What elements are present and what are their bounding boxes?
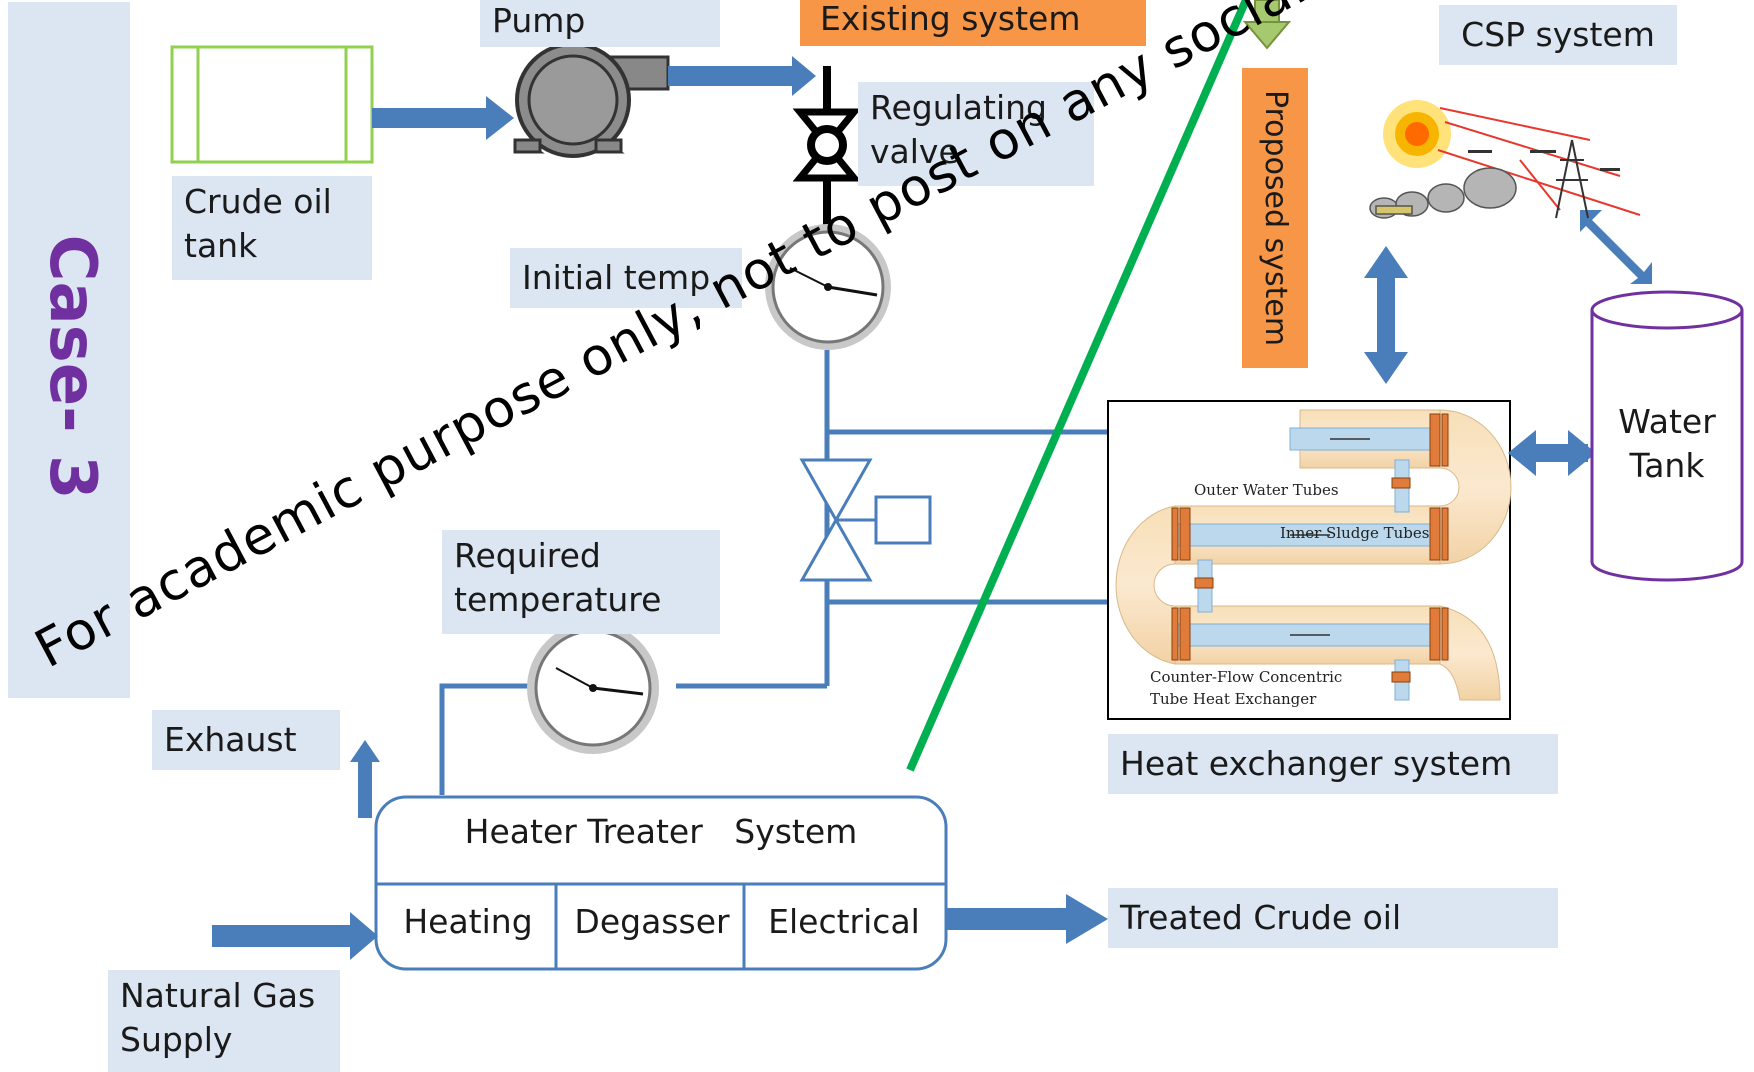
crude-oil-tank-icon <box>170 45 374 164</box>
natural-gas-supply-label: Natural Gas Supply <box>108 970 340 1072</box>
exhaust-label: Exhaust <box>152 710 340 770</box>
exhaust-arrow <box>350 740 380 818</box>
hx-caption-line-1: Counter-Flow Concentric <box>1150 668 1343 686</box>
csp-system-label: CSP system <box>1439 5 1677 65</box>
regulating-valve-icon <box>792 66 862 228</box>
heater-cell-heating: Heating <box>403 902 533 941</box>
initial-temp-label: Initial temp <box>510 248 742 308</box>
case-label-box: Case- 3 <box>8 2 130 698</box>
heater-treater-title: Heater Treater System <box>464 812 858 851</box>
proposed-system-label: Proposed system <box>1258 89 1293 347</box>
required-temperature-label: Required temperature <box>442 530 720 634</box>
water-tank-label: Water Tank <box>1618 402 1716 485</box>
required-temp-gauge-icon <box>527 622 659 754</box>
hx-outer-tubes-label: Outer Water Tubes <box>1194 481 1339 499</box>
process-piping <box>439 350 1110 795</box>
pump-label: Pump <box>480 0 720 47</box>
heat-exchanger-system-label: Heat exchanger system <box>1108 734 1558 794</box>
heater-treater-box <box>374 795 948 971</box>
arrow-pump-to-valve <box>668 56 816 96</box>
arrow-csp-water-tank <box>1580 210 1652 284</box>
treated-crude-oil-label: Treated Crude oil <box>1108 888 1558 948</box>
heater-cell-degasser: Degasser <box>574 902 730 941</box>
crude-oil-tank-label: Crude oil tank <box>172 176 372 280</box>
hx-inner-tubes-label: Inner Sludge Tubes <box>1280 524 1430 542</box>
treated-crude-arrow <box>946 894 1108 944</box>
heater-cell-electrical: Electrical <box>768 902 920 941</box>
existing-system-label: Existing system <box>800 0 1146 46</box>
pump-icon <box>513 42 670 158</box>
hx-caption-line-2: Tube Heat Exchanger <box>1150 690 1317 708</box>
arrow-tank-to-pump <box>372 96 514 140</box>
separator-line <box>906 0 1250 772</box>
water-tank-icon <box>1590 290 1744 582</box>
initial-temp-gauge-icon <box>765 224 891 350</box>
heat-exchanger-image <box>1107 400 1512 720</box>
arrow-hx-csp <box>1364 246 1408 384</box>
proposed-system-box: Proposed system <box>1242 68 1308 368</box>
control-valve-icon <box>799 458 932 582</box>
regulating-valve-label: Regulating valve <box>858 82 1094 186</box>
arrow-hx-water-tank <box>1508 430 1596 476</box>
gas-supply-arrow <box>212 912 378 960</box>
csp-illustration <box>1369 100 1641 219</box>
green-down-arrow <box>1242 0 1292 50</box>
